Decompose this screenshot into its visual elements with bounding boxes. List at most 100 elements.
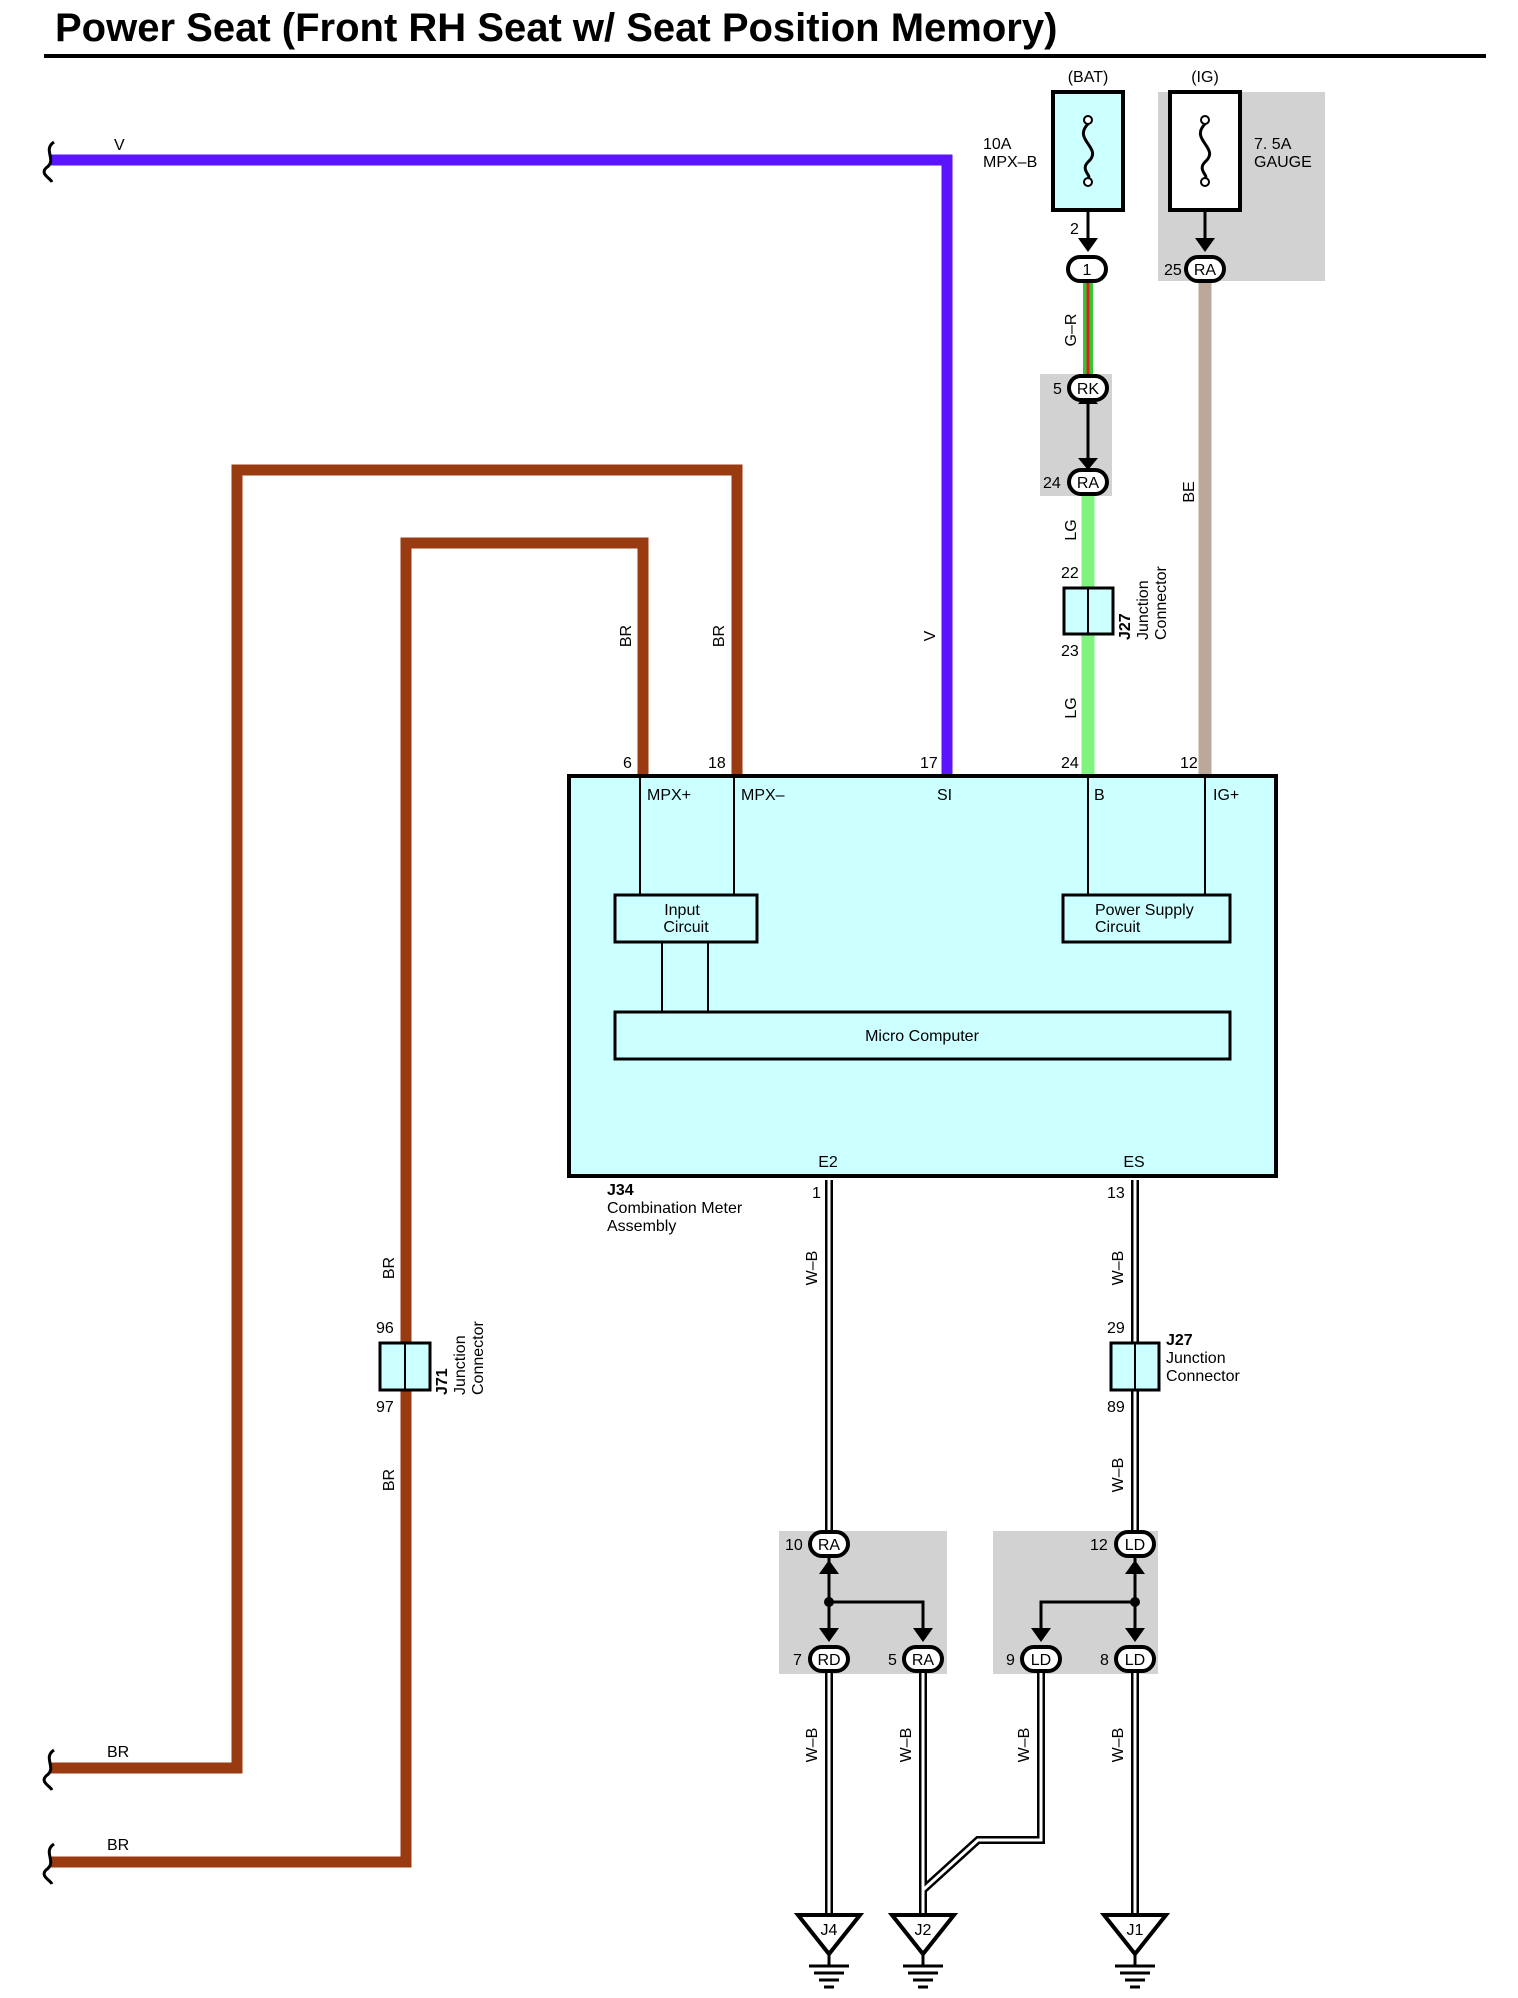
j27-bottom-name-2: Connector [1166, 1368, 1240, 1385]
meter-name-1: Combination Meter [607, 1200, 743, 1217]
ground-label-j1: J1 [1127, 1922, 1144, 1939]
connector-oval-ra-10 [808, 1530, 850, 1558]
connector-label-ra-25: RA [1194, 262, 1217, 279]
wire-label-wb-e2: W–B [804, 1251, 821, 1286]
ground-lines [809, 1954, 1155, 1989]
pin-89: 89 [1107, 1399, 1125, 1416]
micro-computer-box [613, 1010, 1232, 1061]
fuse-bat-rating: 10A [983, 136, 1012, 153]
pin-9: 9 [1006, 1652, 1015, 1669]
wire-label-wb-j4: W–B [804, 1728, 821, 1763]
wires [50, 154, 1215, 1915]
connector-label-1: 1 [1083, 262, 1092, 279]
wire-br-outer [50, 464, 743, 1774]
pin-5-ground: 5 [888, 1652, 897, 1669]
ground-label-j4: J4 [821, 1922, 838, 1939]
power-supply-circuit-box [1061, 893, 1232, 944]
wire-label-v-vertical: V [922, 630, 939, 641]
pin-1-e2: 1 [812, 1185, 821, 1202]
connector-oval-ra-5 [902, 1645, 944, 1673]
junction-connector-j27-top [1062, 586, 1115, 636]
fuse-ig-source: (IG) [1191, 69, 1219, 86]
connector-oval-ld-12 [1114, 1530, 1156, 1558]
terminal-si: SI [937, 787, 952, 804]
power-supply-label-2: Circuit [1095, 919, 1141, 936]
wire-wb-j2 [919, 1670, 1045, 1915]
pin-2: 2 [1070, 221, 1079, 238]
fuse-ig-rating: 7. 5A [1254, 136, 1292, 153]
wire-label-wb-j1: W–B [1110, 1728, 1127, 1763]
connector-ovals [808, 255, 1226, 1673]
wire-label-gr: G–R [1063, 314, 1080, 347]
pin-12-ground: 12 [1090, 1537, 1108, 1554]
terminal-e2: E2 [818, 1154, 838, 1171]
fuse-ig-name: GAUGE [1254, 154, 1312, 171]
fuse-ig [1168, 90, 1242, 212]
wire-label-wb-es-upper: W–B [1110, 1251, 1127, 1286]
pin-8: 8 [1100, 1652, 1109, 1669]
connector-oval-ra-24 [1067, 468, 1109, 496]
pin-24-meter: 24 [1061, 755, 1079, 772]
connector-label-rk-5: RK [1077, 381, 1100, 398]
wire-label-br-j71-upper: BR [381, 1257, 398, 1279]
connector-label-ld-12: LD [1125, 1537, 1145, 1554]
terminal-ig-plus: IG+ [1213, 787, 1239, 804]
pin-25: 25 [1164, 262, 1182, 279]
pin-23: 23 [1061, 643, 1079, 660]
micro-computer-label: Micro Computer [865, 1028, 979, 1045]
pin-22: 22 [1061, 565, 1079, 582]
fuse-bat [1051, 90, 1125, 212]
wire-label-wb-ld9: W–B [1016, 1728, 1033, 1763]
ground-j1 [1099, 1913, 1171, 1958]
connector-oval-rd-7 [808, 1645, 850, 1673]
fuse-bat-source: (BAT) [1068, 69, 1109, 86]
power-supply-label-1: Power Supply [1095, 902, 1194, 919]
connector-oval-ld-8 [1114, 1645, 1156, 1673]
pin-18: 18 [708, 755, 726, 772]
wire-label-br-j71-lower: BR [381, 1469, 398, 1491]
wire-label-br-inner: BR [618, 625, 635, 647]
ground-j4 [793, 1913, 865, 1958]
ground-symbols [793, 1913, 1171, 1958]
terminal-b: B [1094, 787, 1105, 804]
pin-24: 24 [1043, 475, 1061, 492]
wire-label-wb-es-lower: W–B [1110, 1458, 1127, 1493]
terminal-mpx-minus: MPX– [741, 787, 785, 804]
connector-label-ra-5: RA [912, 1652, 935, 1669]
wire-break-symbols [42, 140, 55, 1885]
meter-name-2: Assembly [607, 1218, 676, 1235]
ground-label-j2: J2 [915, 1922, 932, 1939]
connector-oval-ra-25 [1184, 255, 1226, 283]
pin-5: 5 [1053, 381, 1062, 398]
input-circuit-label-2: Circuit [663, 919, 709, 936]
title-rule [44, 54, 1486, 58]
pin-10: 10 [785, 1537, 803, 1554]
connector-oval-rk-5 [1067, 374, 1109, 402]
pin-97: 97 [376, 1399, 394, 1416]
wire-label-lg-lower: LG [1063, 697, 1080, 718]
connector-label-ld-8: LD [1125, 1652, 1145, 1669]
ground-j2 [887, 1913, 959, 1958]
j27-top-name-1: Junction [1135, 580, 1152, 640]
pin-6: 6 [623, 755, 632, 772]
wire-label-wb-j2: W–B [898, 1728, 915, 1763]
wire-label-br-outer: BR [711, 625, 728, 647]
pin-13: 13 [1107, 1185, 1125, 1202]
pin-12: 12 [1180, 755, 1198, 772]
wire-label-br-bottom-2: BR [107, 1837, 129, 1854]
wire-label-be: BE [1181, 481, 1198, 502]
j71-name-2: Connector [470, 1321, 487, 1395]
combination-meter [567, 774, 1278, 1178]
connector-label-ra-24: RA [1077, 475, 1100, 492]
wire-v [50, 154, 953, 775]
page-title: Power Seat (Front RH Seat w/ Seat Positi… [55, 6, 1058, 50]
j27-top-code: J27 [1117, 613, 1134, 640]
connector-oval-ld-9 [1020, 1645, 1062, 1673]
fuse-bat-name: MPX–B [983, 154, 1037, 171]
wire-label-lg-upper: LG [1063, 519, 1080, 540]
meter-code: J34 [607, 1182, 634, 1199]
pin-17: 17 [920, 755, 938, 772]
connector-label-rd-7: RD [817, 1652, 840, 1669]
j71-code: J71 [434, 1368, 451, 1395]
